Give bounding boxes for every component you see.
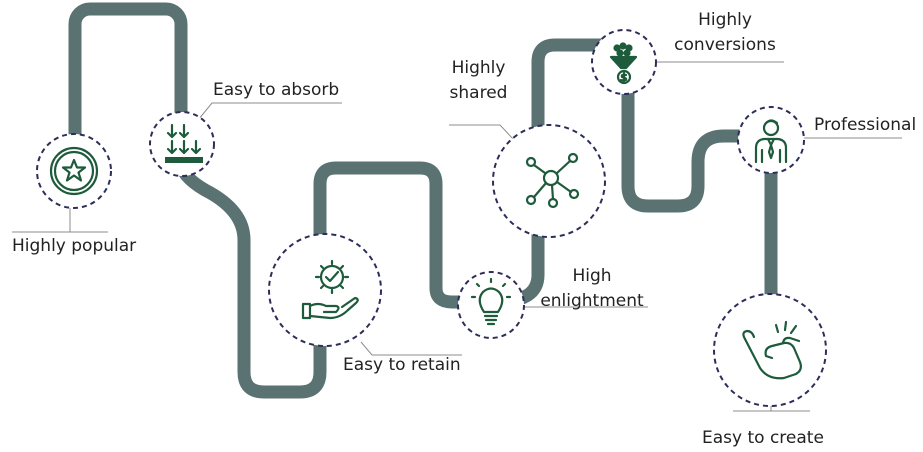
label-line: High bbox=[572, 266, 612, 286]
circle-absorb bbox=[149, 111, 215, 177]
circle-popular bbox=[36, 133, 112, 209]
label-line: Highly bbox=[451, 58, 506, 78]
label-line: Highly bbox=[698, 10, 752, 30]
label-easy-to-create: Easy to create bbox=[702, 428, 824, 448]
hand-gear-icon bbox=[301, 259, 359, 320]
label-professional: Professional bbox=[814, 115, 917, 135]
circle-create bbox=[713, 293, 827, 407]
label-line: enlightment bbox=[540, 291, 644, 311]
light-bulb-icon bbox=[470, 277, 512, 326]
label-line: shared bbox=[449, 83, 508, 103]
network-icon bbox=[525, 152, 580, 209]
label-highly-shared: Highly shared bbox=[441, 56, 516, 106]
leader-lines bbox=[12, 61, 902, 412]
leader-create bbox=[733, 406, 810, 412]
winding-road bbox=[68, 2, 778, 399]
label-easy-to-retain: Easy to retain bbox=[343, 355, 461, 375]
leader-retain bbox=[360, 341, 462, 356]
label-line: conversions bbox=[674, 35, 776, 55]
down-arrows-icon bbox=[165, 123, 203, 163]
label-high-enlightment: High enlightment bbox=[536, 264, 648, 314]
label-easy-to-absorb: Easy to absorb bbox=[213, 80, 340, 100]
leader-popular bbox=[12, 208, 108, 233]
label-highly-popular: Highly popular bbox=[12, 236, 137, 256]
leader-absorb bbox=[197, 102, 342, 121]
funnel-dollar-icon bbox=[609, 42, 638, 85]
circle-retain bbox=[268, 233, 382, 347]
businessman-icon bbox=[754, 119, 788, 164]
circle-shared bbox=[492, 124, 606, 238]
milestone-circles bbox=[36, 29, 827, 407]
finger-snap-icon bbox=[742, 320, 802, 380]
leader-shared bbox=[449, 124, 515, 141]
star-badge-icon bbox=[49, 146, 99, 196]
label-highly-conversions: Highly conversions bbox=[664, 8, 786, 58]
circle-enlight bbox=[457, 271, 525, 339]
